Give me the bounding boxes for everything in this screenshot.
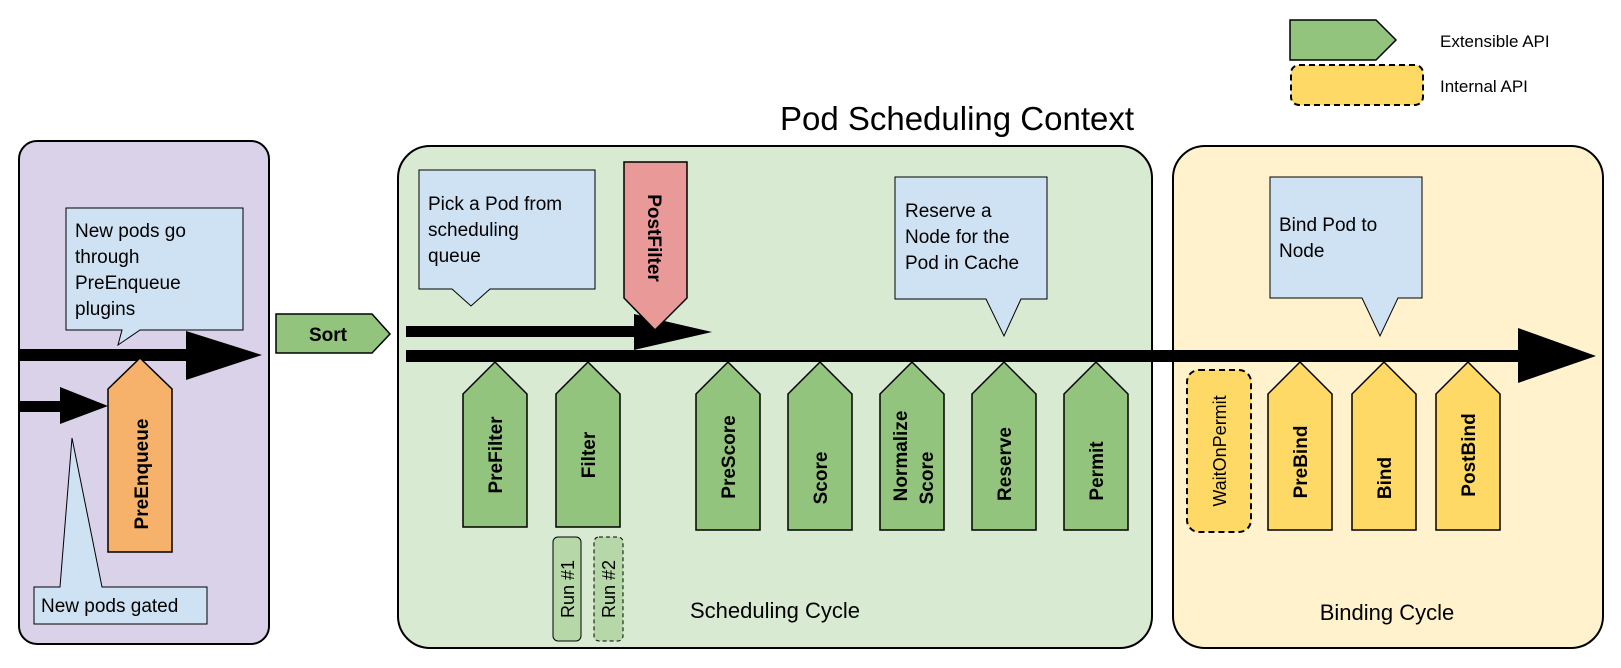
score-label: Score (811, 452, 832, 505)
prebind-plugin: PreBind (1267, 360, 1333, 531)
postfilter-label: PostFilter (643, 194, 664, 282)
pick-pod-callout: Pick a Pod from scheduling queue (418, 169, 596, 307)
scheduling-cycle-label: Scheduling Cycle (690, 598, 860, 623)
diagram-title: Pod Scheduling Context (780, 100, 1134, 137)
postfilter-plugin: PostFilter (623, 161, 688, 332)
reserve-callout-line-3: Pod in Cache (905, 253, 1020, 274)
postbind-label: PostBind (1459, 413, 1480, 496)
queue-callout-line-4: plugins (75, 299, 136, 320)
legend-extensible-swatch (1289, 19, 1398, 61)
queue-callout-line-2: through (75, 247, 140, 268)
score-plugin: Score (787, 360, 853, 531)
legend-internal-label: Internal API (1440, 77, 1528, 96)
sort-plugin: Sort (275, 313, 392, 354)
main-arrow (406, 328, 1596, 383)
pick-callout-line-2: scheduling (428, 220, 519, 241)
run-1-label: Run #1 (558, 560, 578, 618)
permit-plugin: Permit (1063, 360, 1129, 531)
postbind-plugin: PostBind (1435, 360, 1501, 531)
prebind-label: PreBind (1291, 426, 1312, 499)
filter-run-1: Run #1 (552, 536, 582, 642)
prescore-plugin: PreScore (695, 360, 761, 531)
normalize-label-line-1: Normalize (891, 411, 912, 502)
legend-extensible-label: Extensible API (1440, 32, 1550, 51)
bind-label: Bind (1375, 457, 1396, 499)
filter-label: Filter (579, 431, 600, 478)
normalize-label-line-2: Score (917, 452, 938, 505)
queue-main-arrow (19, 331, 262, 380)
filter-run-2: Run #2 (593, 536, 624, 642)
bind-callout-line-1: Bind Pod to (1279, 215, 1378, 236)
queue-callout-line-1: New pods go (75, 221, 186, 242)
queue-gated-label: New pods gated (41, 596, 178, 617)
reserve-callout: Reserve a Node for the Pod in Cache (894, 176, 1048, 338)
prescore-label: PreScore (719, 415, 740, 498)
bind-callout-line-2: Node (1279, 241, 1325, 262)
reserve-callout-line-2: Node for the (905, 227, 1010, 248)
reserve-label: Reserve (995, 427, 1016, 501)
gated-arrow (19, 387, 108, 424)
waitonpermit-plugin: WaitOnPermit (1186, 369, 1252, 533)
queue-gated-callout: New pods gated (33, 437, 208, 625)
prefilter-plugin: PreFilter (462, 360, 528, 528)
run-2-label: Run #2 (599, 560, 619, 618)
binding-cycle-label: Binding Cycle (1320, 600, 1455, 625)
waitonpermit-label: WaitOnPermit (1210, 395, 1230, 506)
queue-callout-line-3: PreEnqueue (75, 273, 181, 294)
normalize-score-plugin: Normalize Score (879, 360, 945, 531)
bind-plugin: Bind (1351, 360, 1417, 531)
queue-enqueue-callout: New pods go through PreEnqueue plugins (65, 207, 244, 347)
pick-callout-line-3: queue (428, 246, 481, 267)
legend-internal-swatch (1290, 64, 1424, 106)
reserve-plugin: Reserve (971, 360, 1037, 531)
bind-callout: Bind Pod to Node (1269, 176, 1423, 338)
filter-plugin: Filter (555, 360, 621, 528)
pick-callout-line-1: Pick a Pod from (428, 194, 563, 215)
preenqueue-plugin: PreEnqueue (107, 356, 173, 553)
legend: Extensible API Internal API (1289, 19, 1550, 106)
reserve-callout-line-1: Reserve a (905, 201, 992, 222)
permit-label: Permit (1087, 441, 1108, 501)
sort-label: Sort (309, 325, 348, 346)
prefilter-label: PreFilter (486, 416, 507, 494)
preenqueue-label: PreEnqueue (132, 419, 153, 530)
